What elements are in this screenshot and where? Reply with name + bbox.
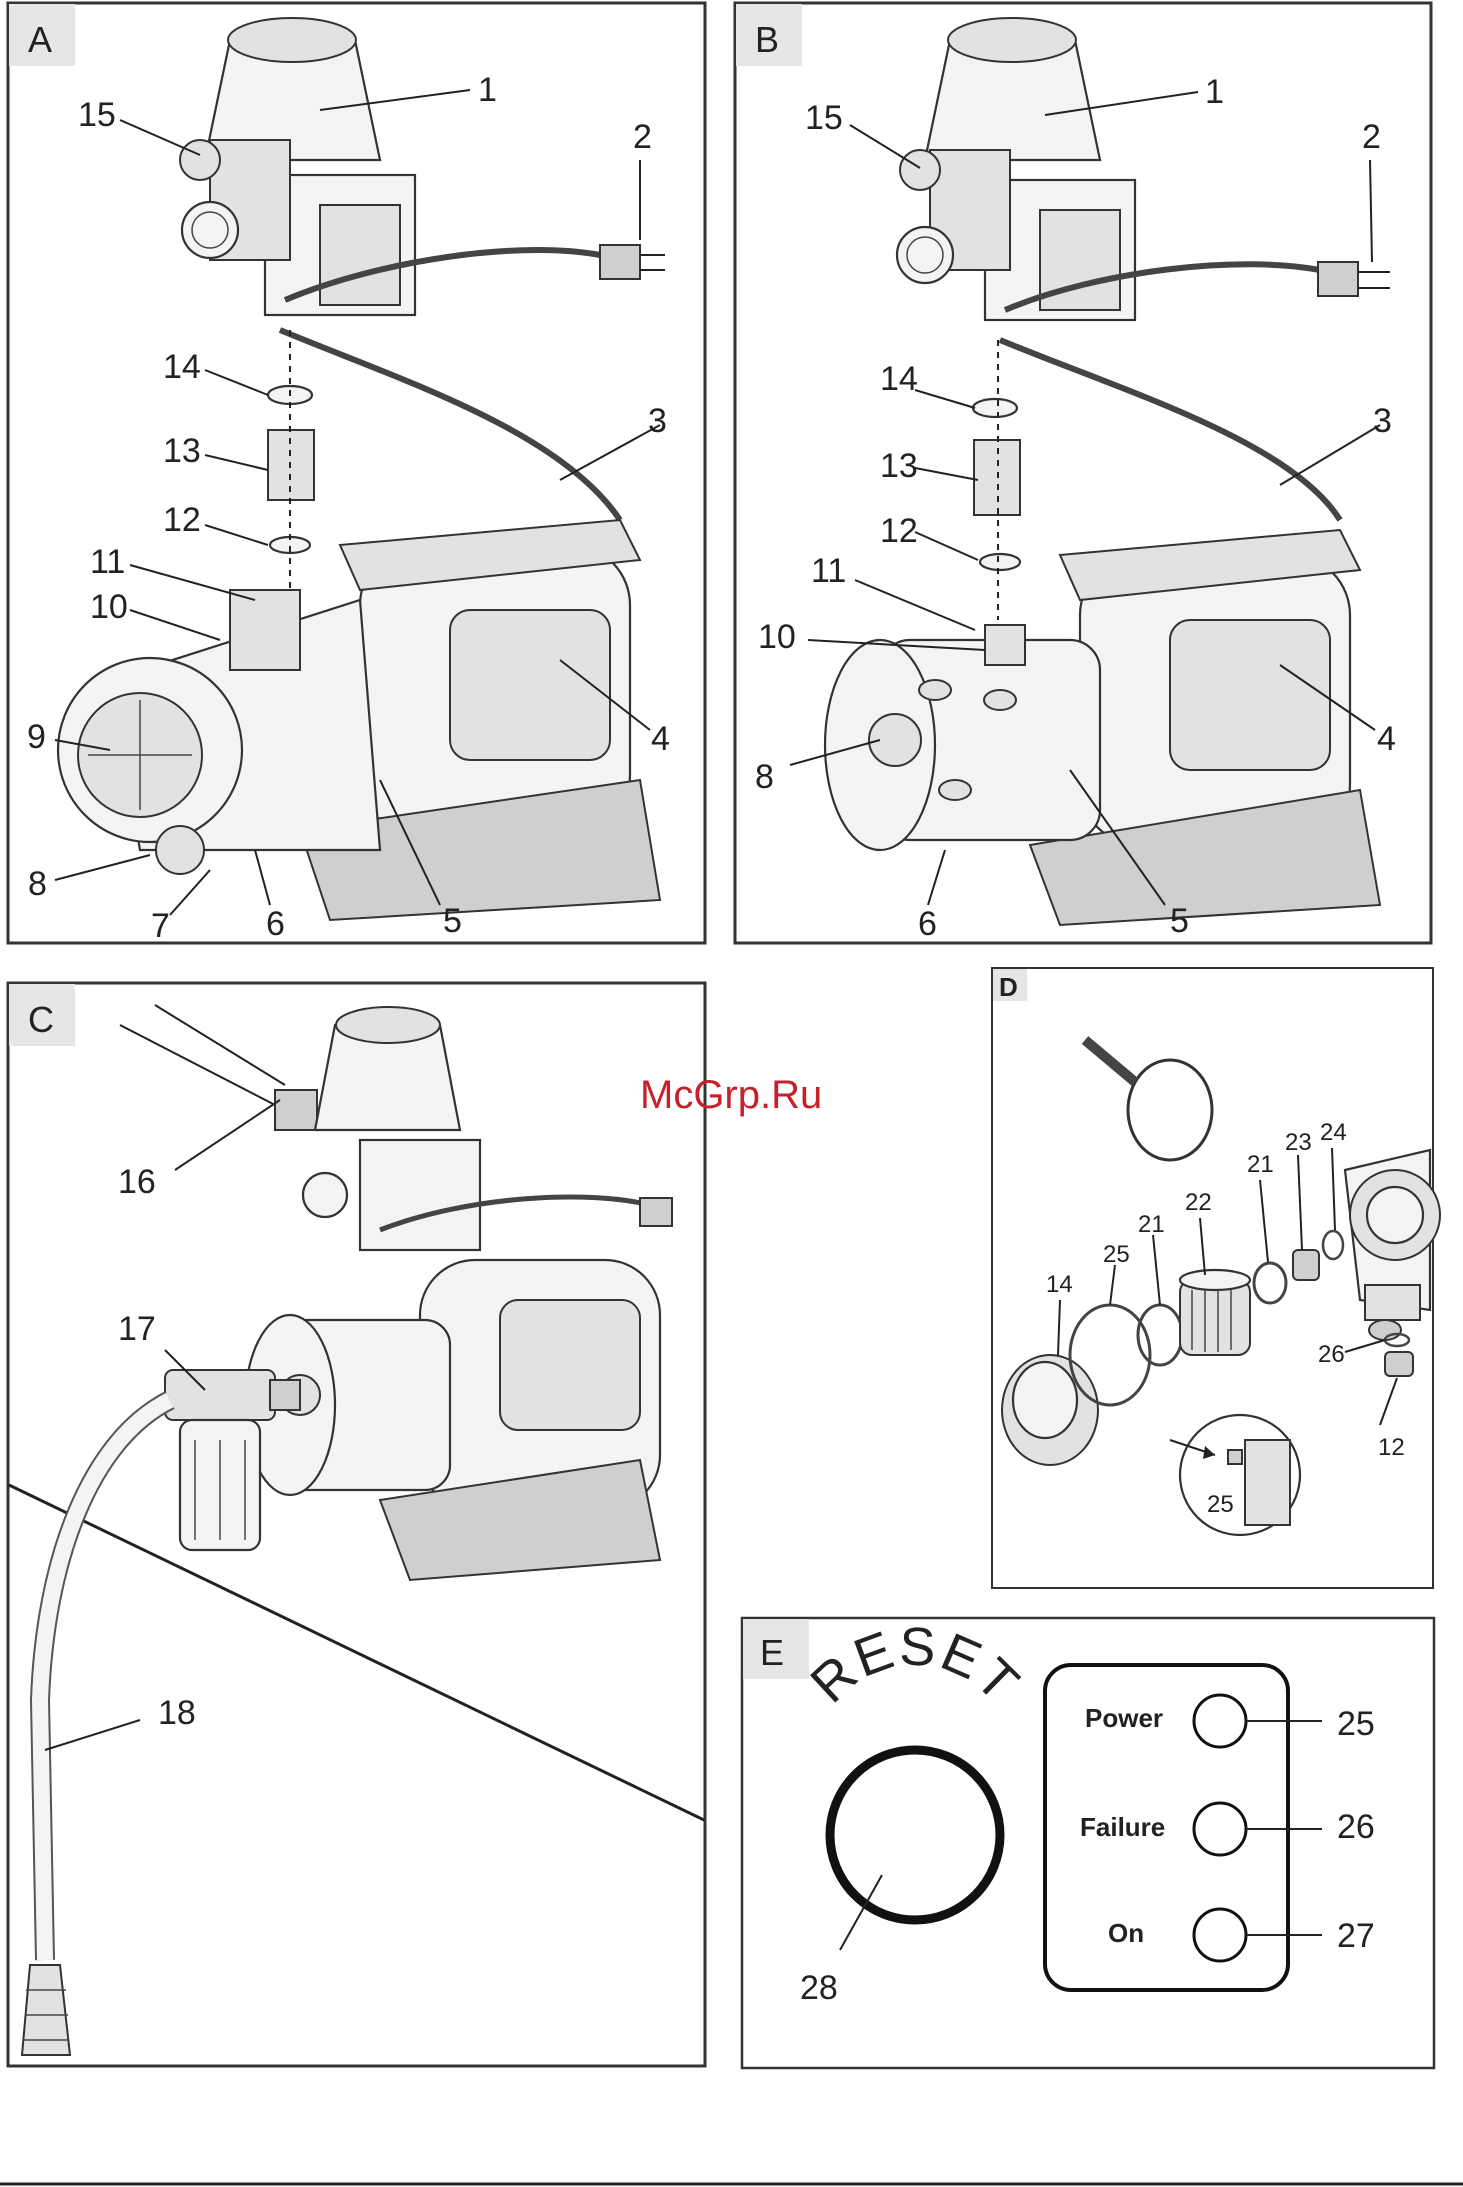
reset-label: RESET — [799, 1617, 1031, 1715]
power-label: Power — [1085, 1703, 1163, 1733]
callout-11: 11 — [90, 543, 125, 581]
callout-8: 8 — [28, 865, 47, 903]
on-indicator-light — [1194, 1909, 1246, 1961]
callout-18: 18 — [158, 1694, 196, 1732]
watermark: McGrp.Ru — [640, 1073, 822, 1117]
failure-label: Failure — [1080, 1812, 1165, 1842]
panel-c-letter: C — [28, 999, 54, 1040]
panel-b-letter: B — [755, 19, 779, 60]
callout-13: 13 — [880, 447, 918, 485]
callout-7: 7 — [151, 907, 170, 945]
callout-27: 27 — [1337, 1917, 1375, 1955]
callout-22: 22 — [1185, 1189, 1212, 1216]
callout-2: 2 — [1362, 118, 1381, 156]
callout-10: 10 — [758, 618, 796, 656]
callout-5: 5 — [443, 902, 462, 940]
callout-12: 12 — [163, 501, 201, 539]
panel-a-letter: A — [28, 19, 52, 60]
callout-2: 2 — [633, 118, 652, 156]
callout-12: 12 — [1378, 1434, 1405, 1461]
callout-25: 25 — [1103, 1241, 1130, 1268]
callout-6: 6 — [266, 905, 285, 943]
callout-21: 21 — [1247, 1151, 1274, 1178]
callout-16: 16 — [118, 1163, 156, 1201]
callout-23: 23 — [1285, 1129, 1312, 1156]
panel-a: A — [8, 3, 705, 945]
panel-b: B — [735, 3, 1431, 943]
callout-26: 26 — [1337, 1808, 1375, 1846]
callout-3: 3 — [1373, 402, 1392, 440]
callout-5: 5 — [1170, 902, 1189, 940]
failure-indicator-light — [1194, 1803, 1246, 1855]
callout-28: 28 — [800, 1969, 838, 2007]
on-label: On — [1108, 1918, 1144, 1948]
callout-10: 10 — [90, 588, 128, 626]
callout-17: 17 — [118, 1310, 156, 1348]
callout-25: 25 — [1337, 1705, 1375, 1743]
callout-4: 4 — [1377, 720, 1396, 758]
callout-9: 9 — [27, 718, 46, 756]
callout-1: 1 — [478, 71, 497, 109]
panel-d-letter: D — [999, 972, 1018, 1002]
callout-12: 12 — [880, 512, 918, 550]
panel-c: C — [8, 983, 705, 2066]
callout-1: 1 — [1205, 73, 1224, 111]
panel-d: D — [992, 968, 1440, 1588]
callout-8: 8 — [755, 758, 774, 796]
callout-26: 26 — [1318, 1341, 1345, 1368]
callout-4: 4 — [651, 720, 670, 758]
callout-11: 11 — [811, 552, 846, 590]
callout-14: 14 — [163, 348, 201, 386]
reset-button[interactable] — [830, 1750, 1000, 1920]
callout-14: 14 — [880, 360, 918, 398]
callout-3: 3 — [648, 402, 667, 440]
panel-e-letter: E — [760, 1632, 784, 1673]
callout-25: 25 — [1207, 1491, 1234, 1518]
callout-13: 13 — [163, 432, 201, 470]
callout-24: 24 — [1320, 1119, 1347, 1146]
callout-14: 14 — [1046, 1271, 1073, 1298]
power-indicator-light — [1194, 1695, 1246, 1747]
callout-15: 15 — [78, 96, 116, 134]
panel-e: E RESET 28 Power 25 Failure 26 On 27 — [742, 1617, 1434, 2068]
callout-21: 21 — [1138, 1211, 1165, 1238]
pump-illustration-a — [58, 18, 665, 920]
callout-6: 6 — [918, 905, 937, 943]
callout-15: 15 — [805, 99, 843, 137]
